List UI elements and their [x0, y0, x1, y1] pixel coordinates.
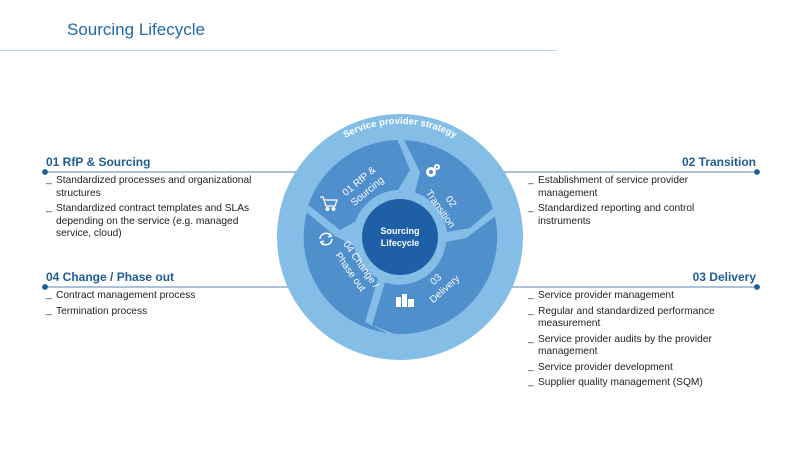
section-delivery-list: Service provider management Regular and …	[528, 289, 748, 390]
section-delivery-heading: 03 Delivery	[692, 270, 756, 284]
section-transition-list: Establishment of service provider manage…	[528, 174, 748, 228]
center-circle	[362, 199, 438, 275]
page-title: Sourcing Lifecycle	[67, 20, 205, 39]
list-item: Service provider audits by the provider …	[528, 333, 748, 359]
gears-icon	[426, 164, 440, 177]
segment-transition	[404, 140, 493, 232]
section-rfp: 01 RfP & Sourcing Standardized processes…	[46, 155, 296, 244]
cycle-arrows-icon	[319, 232, 333, 246]
list-item: Service provider management	[528, 289, 748, 303]
section-delivery: 03 Delivery Service provider management …	[506, 270, 756, 393]
list-item: Supplier quality management (SQM)	[528, 376, 748, 390]
section-rfp-heading: 01 RfP & Sourcing	[46, 155, 151, 169]
delivery-icon	[396, 294, 414, 307]
section-transition-heading: 02 Transition	[681, 155, 756, 169]
center-label-line1: Sourcing	[380, 226, 419, 236]
list-item: Establishment of service provider manage…	[528, 174, 748, 200]
section-change-list: Contract management process Termination …	[46, 289, 296, 319]
section-rfp-list: Standardized processes and organizationa…	[46, 174, 276, 241]
center-label-line2: Lifecycle	[381, 238, 420, 248]
section-change-heading: 04 Change / Phase out	[46, 270, 175, 284]
list-item: Standardized reporting and control instr…	[528, 202, 748, 228]
segment-change	[303, 212, 387, 333]
list-item: Service provider development	[528, 361, 748, 375]
connector-dot-transition	[754, 169, 760, 175]
shopping-cart-icon	[320, 196, 338, 211]
list-item: Standardized contract templates and SLAs…	[46, 202, 276, 241]
list-item: Regular and standardized performance mea…	[528, 305, 748, 331]
list-item: Termination process	[46, 305, 296, 319]
title-divider	[0, 50, 557, 51]
list-item: Standardized processes and organizationa…	[46, 174, 276, 200]
list-item: Contract management process	[46, 289, 296, 303]
section-change: 04 Change / Phase out Contract managemen…	[46, 270, 296, 321]
connector-dot-delivery	[754, 284, 760, 290]
section-transition: 02 Transition Establishment of service p…	[506, 155, 756, 231]
